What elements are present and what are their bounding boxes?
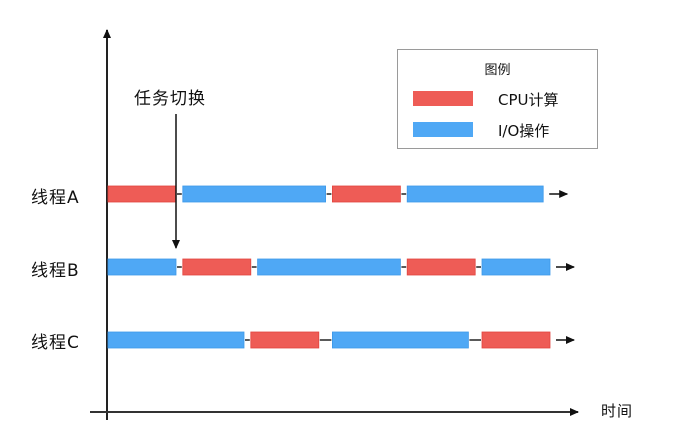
thread-label-c: 线程C [31,333,80,353]
task-switch-label: 任务切换 [134,89,206,109]
io-segment [257,258,401,276]
thread-label-b: 线程B [31,261,80,281]
legend-label-cpu: CPU计算 [498,91,559,109]
cpu-segment [481,331,551,349]
cpu-segment [331,185,401,203]
io-segment [481,258,551,276]
legend-swatch-cpu [413,91,473,106]
io-segment [406,185,544,203]
cpu-segment [250,331,320,349]
legend-label-io: I/O操作 [498,122,550,140]
io-segment [182,185,327,203]
x-axis-label: 时间 [601,402,634,420]
legend: 图例 CPU计算 I/O操作 [397,49,598,149]
cpu-segment [182,258,252,276]
cpu-segment [406,258,476,276]
legend-swatch-io [413,122,473,137]
cpu-segment [107,185,177,203]
io-segment [107,331,245,349]
io-segment [107,258,177,276]
thread-label-a: 线程A [31,188,80,208]
legend-title: 图例 [484,63,511,78]
io-segment [331,331,469,349]
